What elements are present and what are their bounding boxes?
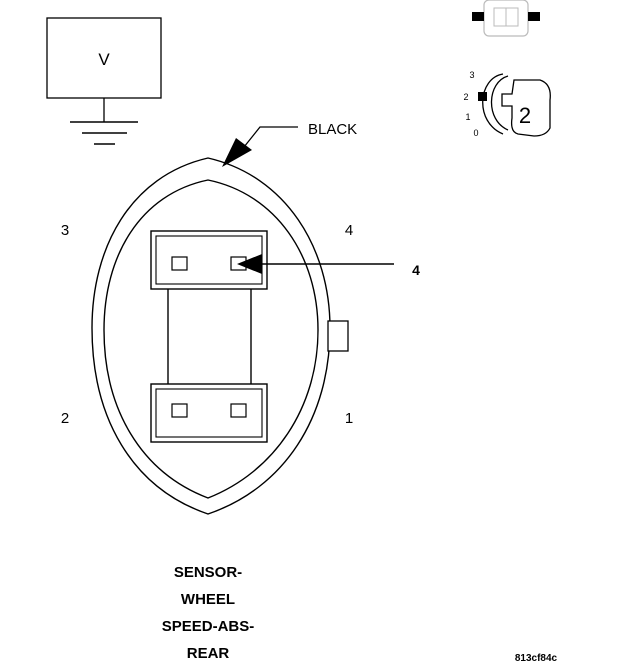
terminal-block-bottom [150, 383, 268, 443]
cavity-1 [230, 403, 247, 418]
cavity-label-1: 1 [345, 410, 353, 427]
caption-line: REAR [187, 645, 230, 662]
voltmeter-symbol: V [46, 17, 162, 145]
color-callout-leader [222, 126, 298, 167]
probe-scale-mark: 1 [465, 112, 470, 122]
cavity-label-2: 2 [61, 410, 69, 427]
probe-scale-mark: 3 [469, 70, 474, 80]
connector-plug-icon [472, 0, 540, 37]
connector-housing [91, 157, 349, 515]
cavity-3 [171, 256, 188, 271]
caption-line: WHEEL [181, 591, 235, 608]
figure-id: 813cf84c [515, 653, 558, 664]
connector-caption: SENSOR- WHEEL SPEED-ABS- REAR [162, 564, 255, 662]
cavity-label-4: 4 [345, 222, 353, 239]
voltmeter-label: V [98, 50, 110, 69]
probe-number: 2 [519, 103, 531, 128]
pin-callout-label: 4 [412, 262, 420, 278]
cavity-2 [171, 403, 188, 418]
caption-line: SENSOR- [174, 564, 242, 581]
connector-latch [327, 320, 349, 352]
probe-scale-mark: 0 [473, 128, 478, 138]
ground-icon [70, 121, 138, 145]
pin-callout-arrow [237, 254, 394, 274]
probe-scale-mark: 2 [463, 92, 468, 102]
cavity-label-3: 3 [61, 222, 69, 239]
test-probe-icon: 3 2 1 0 2 [463, 70, 551, 138]
caption-line: SPEED-ABS- [162, 618, 255, 635]
color-callout-label: BLACK [308, 121, 357, 138]
